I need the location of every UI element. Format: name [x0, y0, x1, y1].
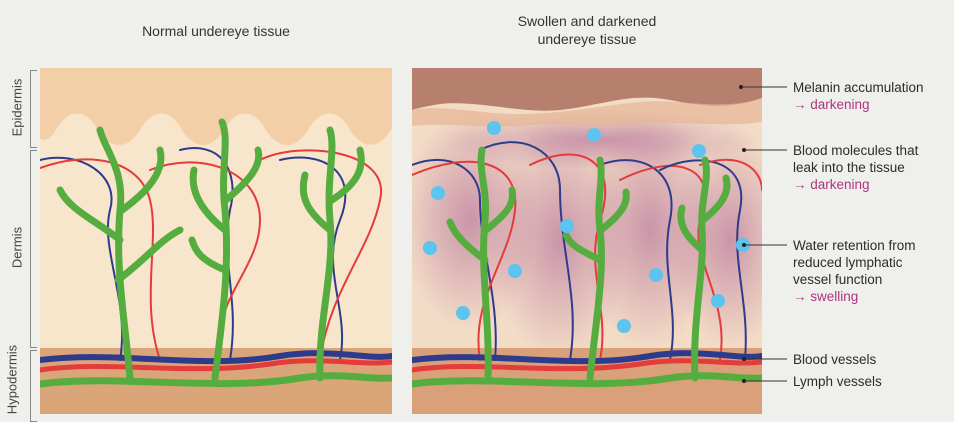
- annotation-water: Water retention from reduced lymphatic v…: [793, 237, 916, 305]
- annotation-melanin: Melanin accumulation → darkening: [793, 79, 924, 113]
- right-panel: [400, 68, 790, 414]
- water-label-3: vessel function: [793, 271, 916, 288]
- blood-leak-effect: → darkening: [793, 176, 918, 193]
- water-label-1: Water retention from: [793, 237, 916, 254]
- water-effect: → swelling: [793, 288, 916, 305]
- blood-leak-label-2: leak into the tissue: [793, 159, 918, 176]
- water-label-2: reduced lymphatic: [793, 254, 916, 271]
- blood-vessels-label: Blood vessels: [793, 351, 876, 368]
- annotation-blood-vessels: Blood vessels: [793, 351, 876, 368]
- melanin-effect: → darkening: [793, 96, 924, 113]
- annotation-lymph-vessels: Lymph vessels: [793, 373, 882, 390]
- left-panel: [40, 68, 392, 414]
- blood-leak-label-1: Blood molecules that: [793, 142, 918, 159]
- annotation-blood-leak: Blood molecules that leak into the tissu…: [793, 142, 918, 193]
- lymph-vessels-label: Lymph vessels: [793, 373, 882, 390]
- melanin-label: Melanin accumulation: [793, 79, 924, 96]
